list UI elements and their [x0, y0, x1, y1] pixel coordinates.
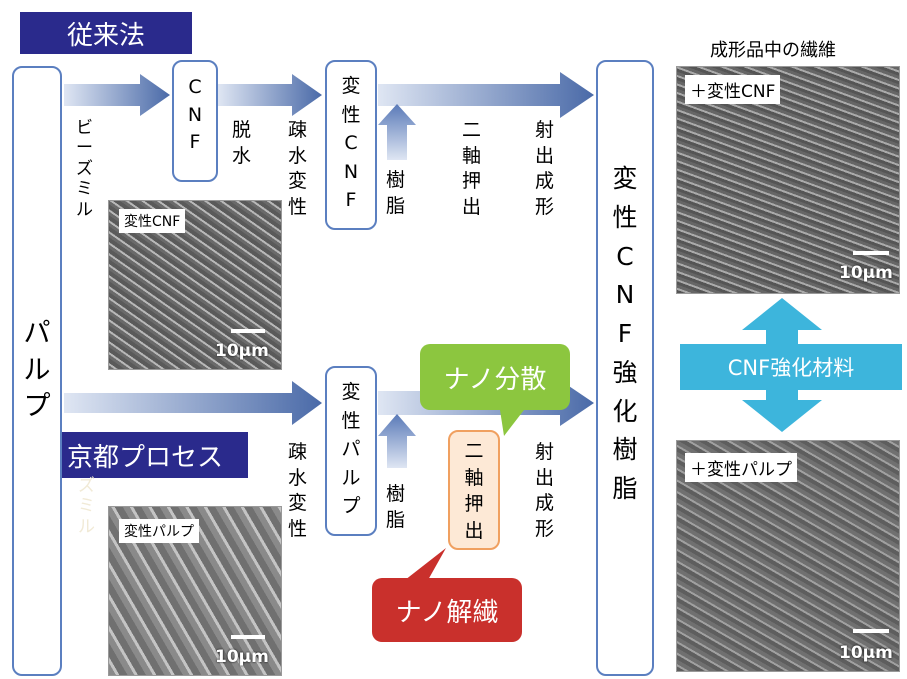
- label-dehydrate: 脱水: [232, 119, 252, 167]
- callout-red-tail: [405, 548, 446, 580]
- arrow-cnf-to-modcnf: [218, 74, 322, 116]
- title-kyoto-process: 京都プロセス: [42, 432, 248, 478]
- callout-green-tail: [500, 410, 524, 436]
- sem-label: 変性パルプ: [119, 519, 199, 543]
- label-bead-mill: ビーズミル: [76, 118, 93, 220]
- label-injection-bottom: 射出成形: [535, 441, 555, 540]
- label-bead-mill-faded: ズミル: [78, 476, 95, 537]
- sem-label: ＋変性パルプ: [685, 453, 797, 482]
- scale-bar: [231, 329, 265, 333]
- label-hydrophobic-top: 疎水変性: [288, 119, 308, 218]
- sem-image-modified-cnf: 変性CNF 10μm: [108, 200, 282, 370]
- pulp-char: ル: [23, 354, 51, 386]
- scale-text: 10μm: [839, 643, 893, 663]
- callout-nano-fibrillate: ナノ解繊: [372, 578, 522, 642]
- scale-bar: [853, 629, 889, 633]
- label-hydrophobic-bottom: 疎水変性: [288, 441, 308, 540]
- sem-label: 変性CNF: [119, 209, 186, 233]
- arrow-pulp-to-cnf: [64, 74, 170, 116]
- arrow-resin-up-top: [378, 104, 416, 160]
- pulp-char: パ: [23, 318, 51, 350]
- extrude-box-bottom: 二軸押出: [448, 430, 500, 550]
- scale-bar: [231, 635, 265, 639]
- label-resin-top: 樹脂: [386, 169, 406, 217]
- sem-image-plus-modified-pulp: ＋変性パルプ 10μm: [676, 440, 900, 672]
- arrow-modcnf-to-product: [378, 72, 594, 118]
- scale-text: 10μm: [215, 647, 269, 667]
- scale-text: 10μm: [839, 263, 893, 283]
- pulp-box: パ ル プ: [12, 66, 62, 676]
- title-conventional: 従来法: [20, 12, 192, 54]
- scale-text: 10μm: [215, 341, 269, 361]
- arrow-pulp-to-modpulp: [64, 381, 322, 425]
- sem-image-modified-pulp: 変性パルプ 10μm: [108, 506, 282, 676]
- modpulp-box: 変性パルプ: [325, 366, 377, 536]
- arrow-resin-up-bottom: [378, 414, 416, 468]
- cnf-material-box: CNF強化材料: [680, 344, 902, 390]
- sem-label: ＋変性CNF: [685, 75, 781, 104]
- label-injection-top: 射出成形: [535, 119, 555, 218]
- label-extrude-top: 二軸押出: [462, 119, 482, 218]
- right-title: 成形品中の繊維: [710, 40, 836, 61]
- label-resin-bottom: 樹脂: [386, 483, 406, 531]
- pulp-char: プ: [23, 391, 51, 423]
- callout-nano-disperse: ナノ分散: [420, 344, 570, 410]
- scale-bar: [853, 251, 889, 255]
- sem-image-plus-modified-cnf: ＋変性CNF 10μm: [676, 66, 900, 294]
